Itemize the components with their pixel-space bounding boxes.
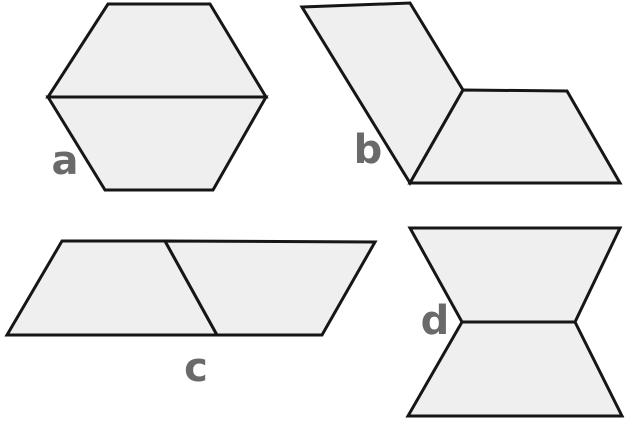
shape-b-trapezoid bbox=[407, 88, 623, 185]
shape-a: a bbox=[45, 2, 269, 192]
shape-a-upper-trapezoid bbox=[45, 2, 269, 99]
shape-a-lower-trapezoid bbox=[45, 95, 269, 192]
shape-d-lower-trapezoid bbox=[405, 320, 625, 418]
shape-c-label: c bbox=[184, 345, 208, 391]
shape-b: b bbox=[299, 1, 623, 186]
shape-c: c bbox=[4, 239, 378, 391]
shape-a-label: a bbox=[52, 138, 79, 184]
shape-b-label: b bbox=[354, 127, 383, 173]
shape-c-right-trapezoid bbox=[162, 239, 378, 337]
shape-d-label: d bbox=[421, 298, 450, 344]
shape-d: d bbox=[405, 226, 625, 418]
